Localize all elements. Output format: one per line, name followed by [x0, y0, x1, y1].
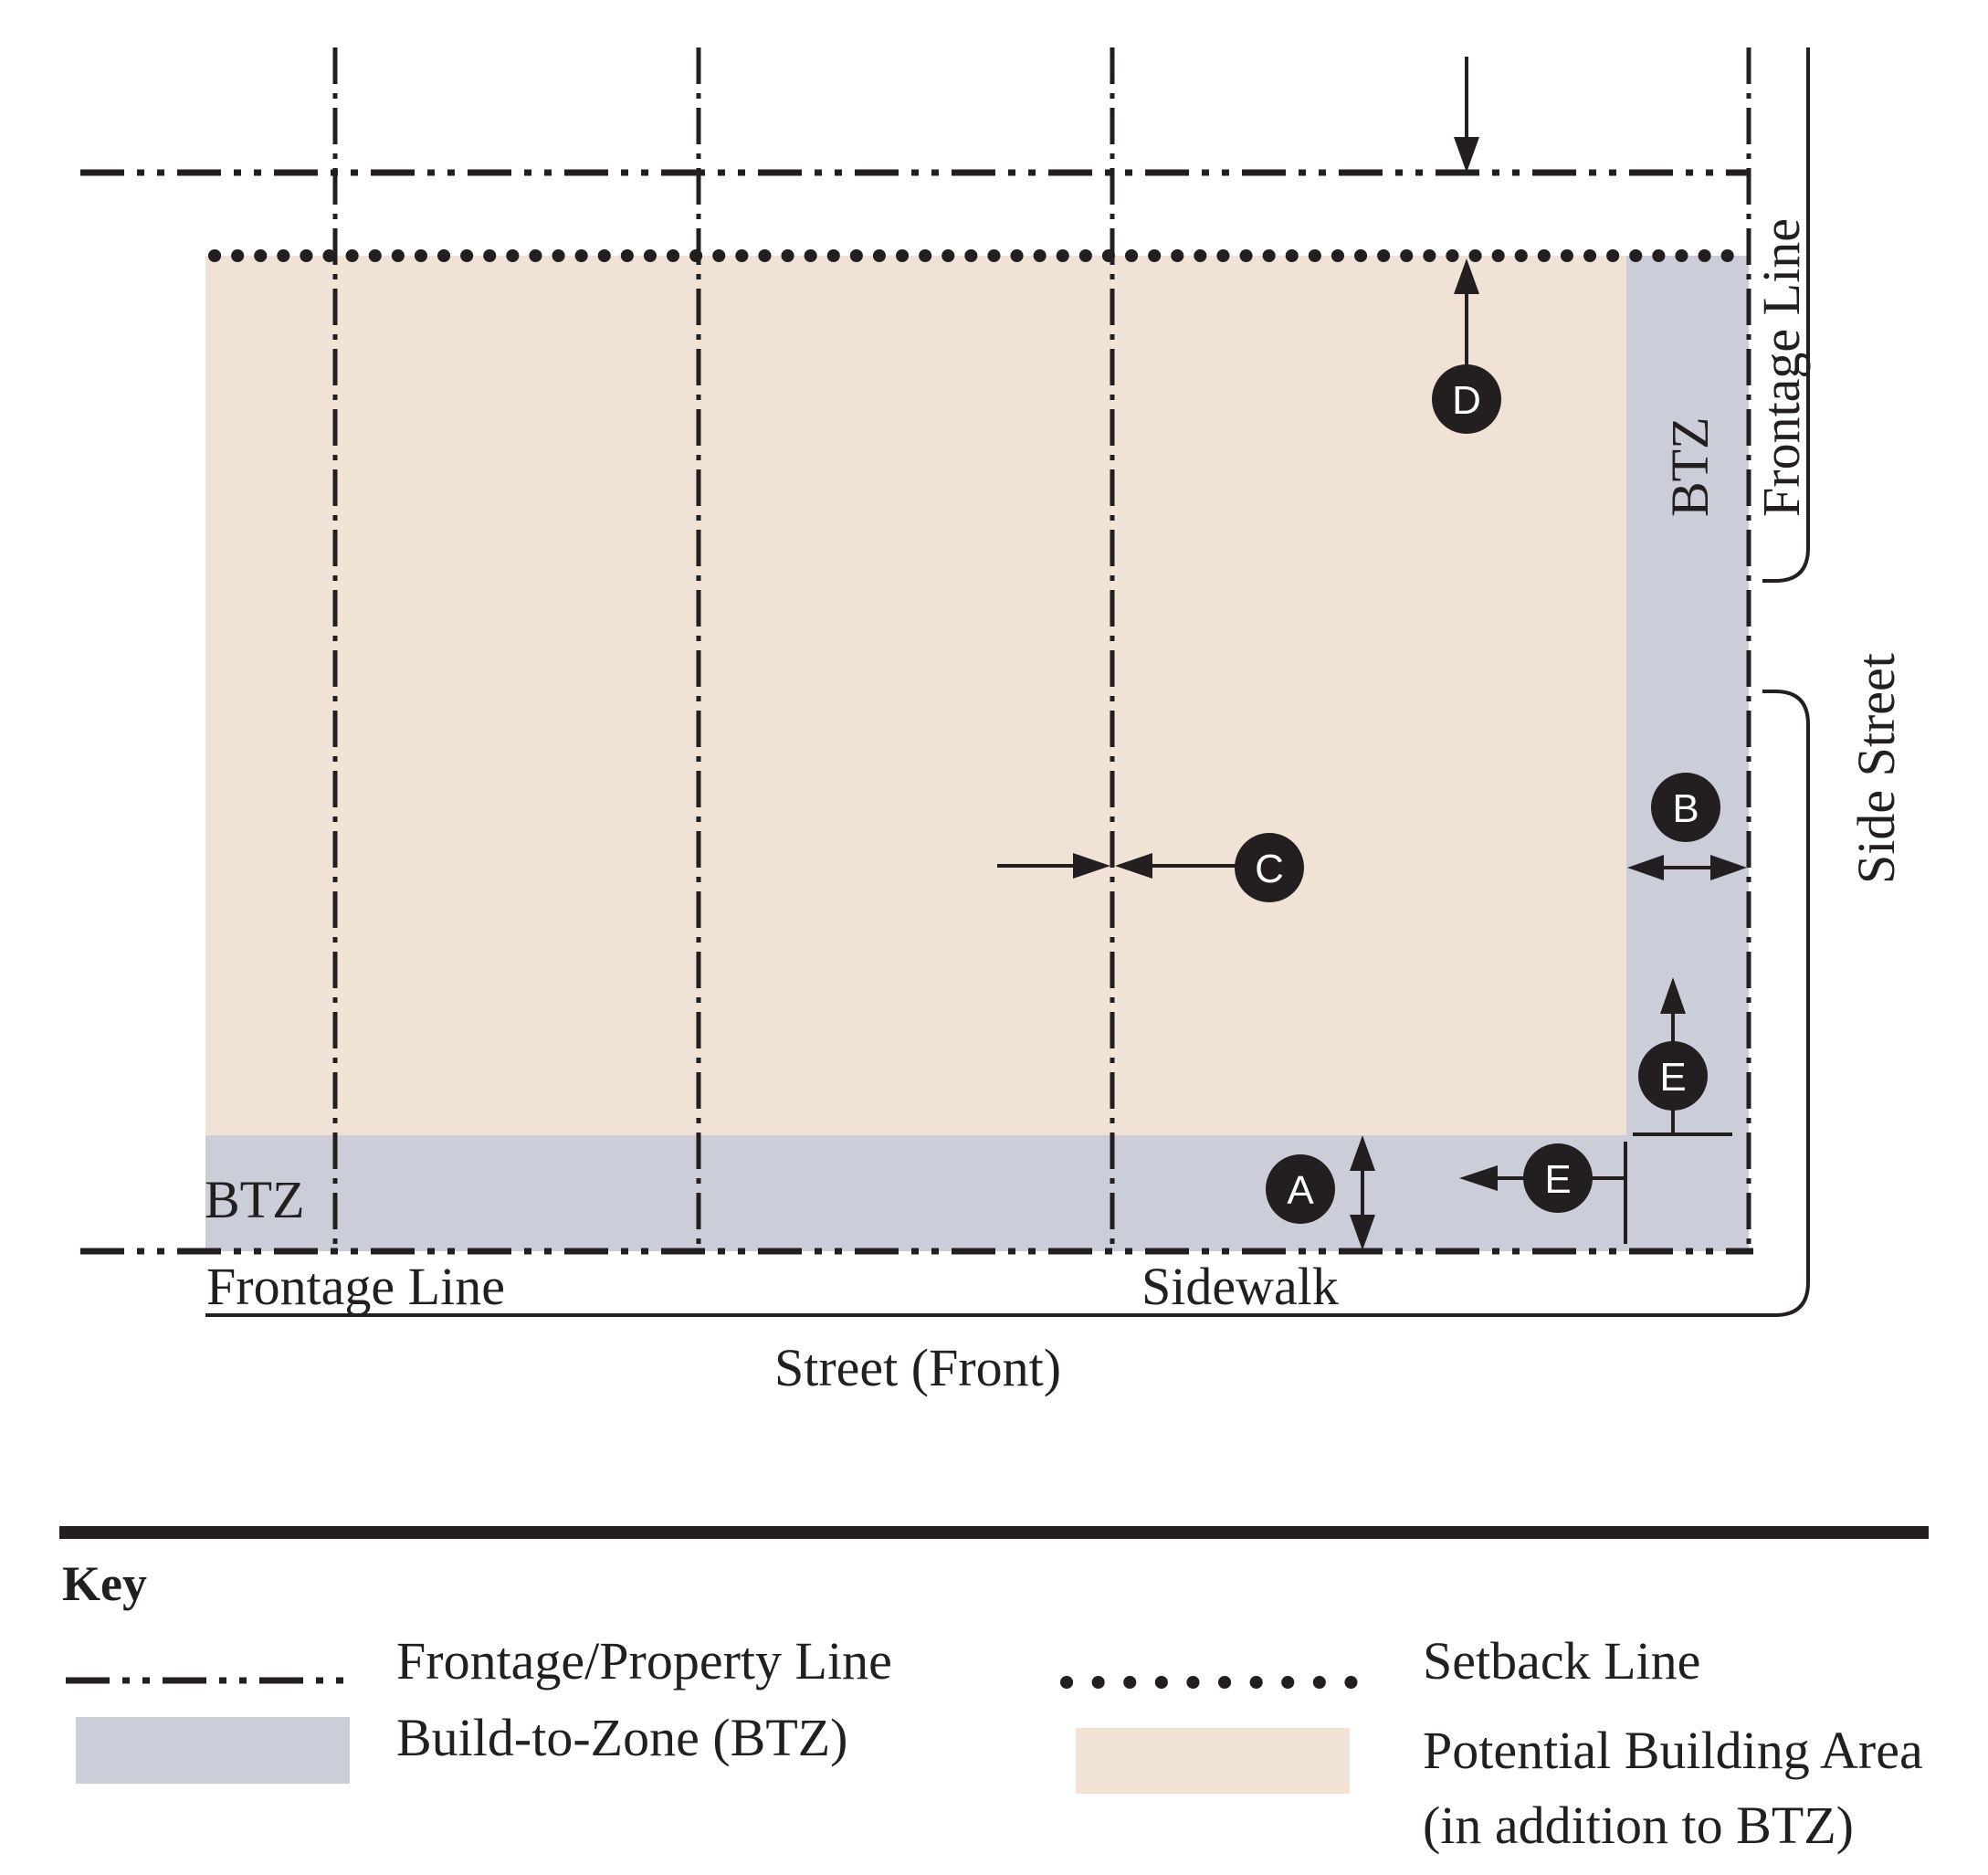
label-frontage-line-side: Frontage Line	[1751, 218, 1811, 517]
key-building-area-label-2: (in addition to BTZ)	[1423, 1796, 1854, 1855]
e-side-marker	[1638, 1041, 1708, 1111]
d-arrow-top-head	[1454, 137, 1479, 173]
c-arrow-left-head	[1073, 853, 1110, 879]
c-arrow-right-head	[1115, 853, 1152, 879]
d-marker-label: D	[1452, 378, 1481, 423]
key-btz-swatch	[76, 1717, 350, 1784]
side-street-bracket-bottom	[205, 690, 1810, 1317]
b-marker	[1651, 773, 1720, 842]
label-street-front: Street (Front)	[774, 1338, 1061, 1397]
e-front-marker-label: E	[1544, 1157, 1571, 1202]
potential-building-area	[205, 256, 1749, 1251]
key-building-area-label-1: Potential Building Area	[1423, 1721, 1923, 1780]
label-frontage-line-front: Frontage Line	[206, 1257, 505, 1316]
key-building-area-swatch	[1076, 1728, 1350, 1794]
e-side-arrow-head	[1660, 977, 1686, 1014]
e-front-arrow-head	[1459, 1165, 1498, 1191]
label-side-street: Side Street	[1846, 653, 1906, 884]
key-title: Key	[62, 1556, 147, 1611]
a-marker-label: A	[1287, 1168, 1314, 1213]
btz-front-area	[205, 1135, 1749, 1251]
label-sidewalk: Sidewalk	[1141, 1257, 1339, 1316]
key-setback-label: Setback Line	[1423, 1631, 1700, 1691]
key-btz-label: Build-to-Zone (BTZ)	[396, 1708, 848, 1767]
d-arrow-bottom-head	[1454, 258, 1479, 294]
d-marker	[1432, 364, 1501, 434]
label-btz-front: BTZ	[205, 1170, 305, 1229]
a-arrow-head-down	[1350, 1215, 1375, 1250]
side-street-bracket-top	[1762, 47, 1810, 583]
c-marker-label: C	[1255, 847, 1284, 891]
label-btz-side: BTZ	[1660, 416, 1720, 517]
key-frontage-line-label: Frontage/Property Line	[396, 1631, 892, 1691]
e-front-marker	[1523, 1143, 1593, 1213]
b-arrow-head-left	[1627, 855, 1664, 880]
e-side-marker-label: E	[1659, 1055, 1686, 1100]
b-marker-label: B	[1672, 786, 1699, 831]
a-arrow-head-up	[1350, 1135, 1375, 1171]
a-marker	[1266, 1154, 1335, 1224]
c-marker	[1235, 833, 1304, 902]
b-arrow-head-right	[1710, 855, 1747, 880]
